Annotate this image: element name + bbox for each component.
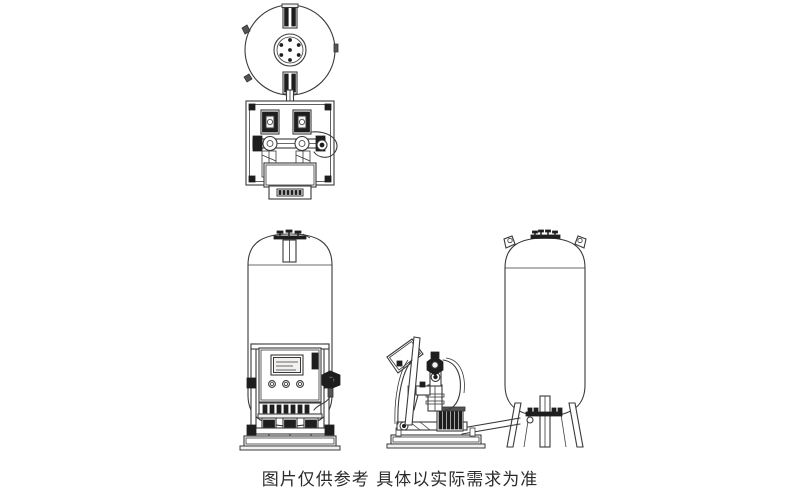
check-valve: [426, 351, 444, 376]
base-skid: [239, 435, 341, 451]
lcd-display[interactable]: [270, 354, 304, 376]
side-view: [386, 229, 587, 449]
flange-bolt-holes: [279, 38, 301, 62]
center-flange: [273, 33, 307, 67]
pump-motor-right: [292, 109, 312, 135]
side-lug-left: [241, 24, 251, 35]
terminal-strip: [257, 402, 323, 419]
top-nozzle: [281, 3, 299, 29]
pressure-vessel: [504, 237, 586, 417]
front-view: [239, 229, 341, 451]
pump-motor-left: [260, 109, 280, 135]
control-buttons[interactable]: [268, 380, 304, 388]
top-view: [241, 3, 339, 200]
top-view-loop-pipe: [310, 131, 338, 158]
side-base-skid: [386, 427, 486, 449]
cabinet-side-indicator: [311, 352, 319, 370]
front-mid-brace: [246, 377, 334, 389]
vessel-bottom-connection: [525, 407, 563, 424]
front-suction-manifold: [246, 424, 335, 436]
panel-indicator-icon: [396, 360, 403, 367]
side-lug-lower-left: [243, 73, 253, 83]
side-lug-right: [333, 43, 339, 53]
control-cabinet: [258, 347, 322, 403]
panel-support-bracket: [394, 336, 421, 426]
vessel-top-fittings: [530, 229, 561, 239]
vessel-lifting-lugs: [503, 235, 587, 249]
tank-top-manifold: [273, 229, 311, 263]
control-cabinet-top: [263, 162, 317, 200]
